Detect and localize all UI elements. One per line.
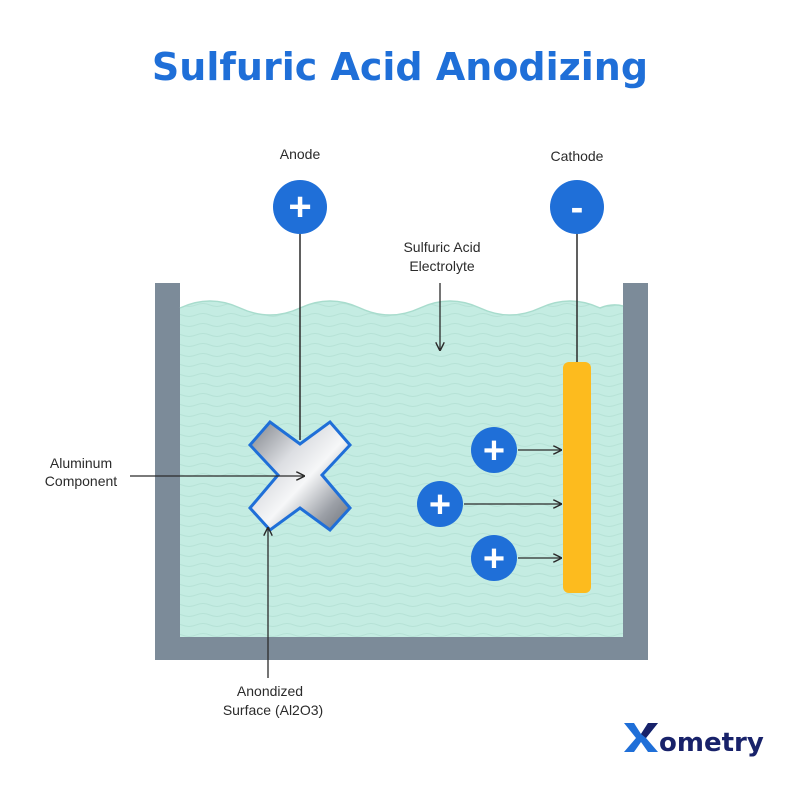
xometry-logo-x-accent xyxy=(641,723,658,738)
anode-terminal: + xyxy=(273,180,327,234)
cathode-label: Cathode xyxy=(551,148,604,164)
tank xyxy=(155,283,648,660)
ion-2-plus-icon: + xyxy=(429,484,451,526)
ion-3-plus-icon: + xyxy=(483,538,505,580)
cathode-minus-icon: - xyxy=(571,187,584,229)
ion-1-plus-icon: + xyxy=(483,430,505,472)
cathode-terminal-circle xyxy=(550,180,604,234)
ion-group-3: + xyxy=(471,535,561,581)
electrolyte-label-line2: Electrolyte xyxy=(409,258,475,274)
electrolyte-texture xyxy=(180,301,623,637)
xometry-logo-text: ometry xyxy=(659,728,764,758)
positive-ion-3 xyxy=(471,535,517,581)
component-label-line1: Aluminum xyxy=(50,455,112,471)
anode-terminal-circle xyxy=(273,180,327,234)
anodized-label-line1: Anondized xyxy=(237,683,303,699)
ion-group-2: + xyxy=(417,481,561,527)
ion-group-1: + xyxy=(471,427,561,473)
anode-plus-icon: + xyxy=(288,185,311,229)
positive-ion-2 xyxy=(417,481,463,527)
component-label-line2: Component xyxy=(45,473,117,489)
anodized-label-line2: Surface (Al2O3) xyxy=(223,702,323,718)
cathode-terminal: - xyxy=(550,180,604,234)
xometry-logo: ometry xyxy=(624,723,764,758)
positive-ion-1 xyxy=(471,427,517,473)
electrolyte-liquid xyxy=(179,300,624,637)
anode-label: Anode xyxy=(280,146,321,162)
tank-left-wall xyxy=(155,283,180,660)
page-title: Sulfuric Acid Anodizing xyxy=(152,45,648,89)
electrolyte-label-line1: Sulfuric Acid xyxy=(403,239,480,255)
cathode-bar xyxy=(563,362,591,593)
tank-right-wall xyxy=(623,283,648,660)
tank-bottom xyxy=(155,637,648,660)
